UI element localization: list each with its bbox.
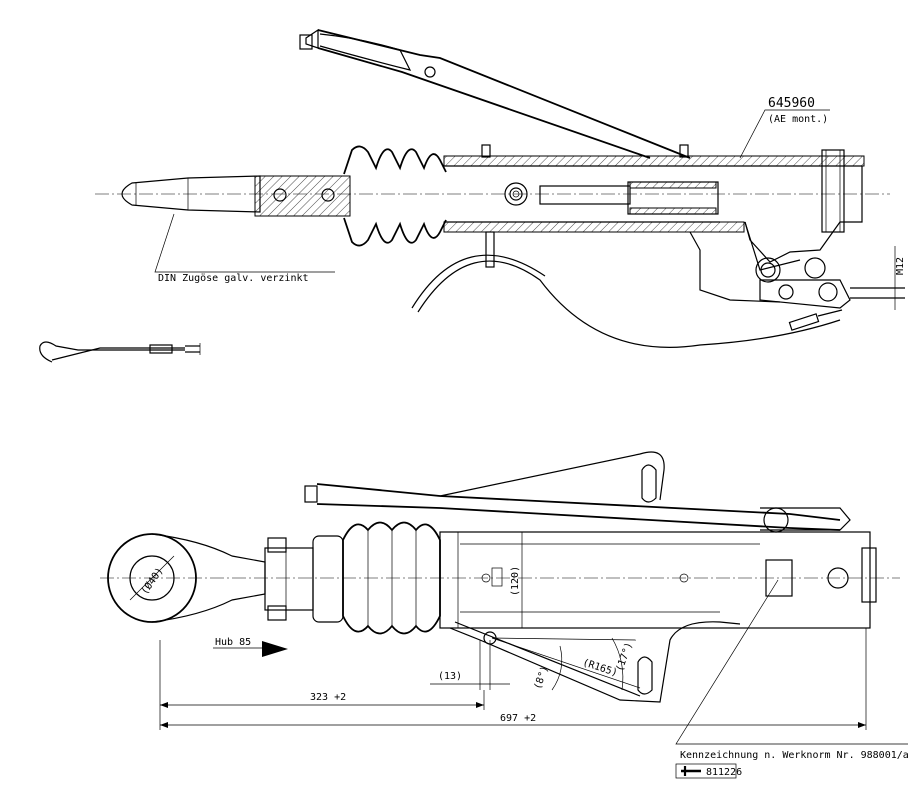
marking-annotation: Kennzeichnung n. Werknorm Nr. 988001/a 8… — [675, 579, 909, 779]
approval-mark: 811226 — [706, 767, 742, 778]
stroke-label: Hub 85 — [215, 637, 251, 648]
length-total: 697 +2 — [500, 713, 536, 724]
brake-head-top: M12 — [689, 149, 906, 310]
breakaway-cable-detail — [39, 341, 201, 363]
housing-side — [439, 531, 877, 629]
handbrake-lever-side — [304, 451, 851, 533]
top-section-view: M12 DIN Zugöse galv. verzinkt 645960 (AE… — [95, 28, 906, 348]
length-short: 323 +2 — [310, 692, 346, 703]
part-note: (AE mont.) — [768, 114, 828, 125]
top-annotations: DIN Zugöse galv. verzinkt 645960 (AE mon… — [154, 96, 830, 284]
side-view: (Ø40) — [100, 451, 909, 779]
grease-nipple-icon — [504, 182, 528, 206]
diameter-label: (Ø40) — [139, 565, 166, 597]
lower-bracket — [449, 621, 741, 703]
approval-mark-icon — [681, 766, 701, 776]
handbrake-lever-top — [299, 28, 691, 159]
angle-small: (8°) — [532, 665, 551, 691]
bellows-top — [343, 145, 447, 247]
stroke-arrow-icon — [262, 641, 288, 657]
marking-note: Kennzeichnung n. Werknorm Nr. 988001/a — [680, 750, 909, 761]
side-dimensions: (120) (13) (8°) (R165) (17°) 323 +2 697 … — [159, 532, 867, 730]
offset-dim: (13) — [438, 671, 462, 682]
thread-label: M12 — [895, 257, 906, 275]
part-number: 645960 — [768, 96, 815, 111]
radius-dim: (R165) — [581, 657, 619, 679]
draw-shaft — [121, 175, 351, 217]
shaft-clamp — [264, 535, 344, 623]
angle-large: (17°) — [614, 641, 635, 673]
height-dim: (120) — [510, 566, 521, 596]
breakaway-cable-top — [411, 254, 843, 348]
eye-note: DIN Zugöse galv. verzinkt — [158, 273, 309, 284]
housing-tube — [443, 144, 865, 268]
